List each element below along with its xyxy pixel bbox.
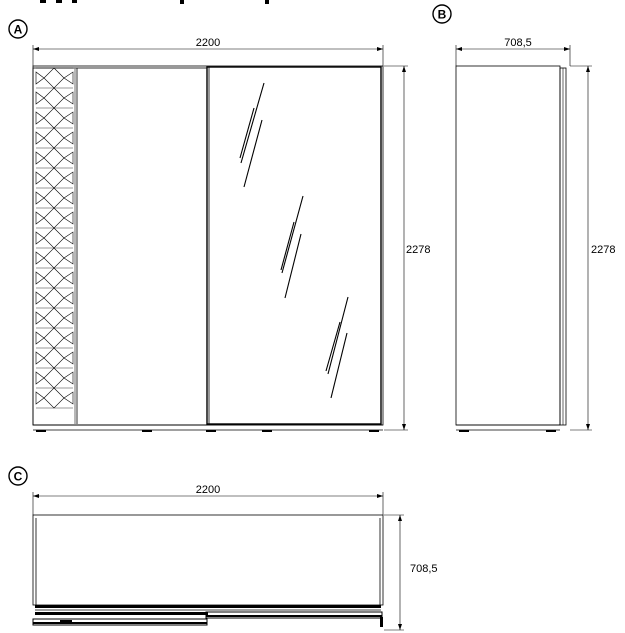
lattice-link-left — [35, 391, 45, 405]
lattice-diamond — [43, 247, 65, 269]
lattice-diamond — [43, 67, 65, 89]
side-view-badge-label: B — [438, 8, 447, 22]
front-right-door — [206, 66, 382, 425]
side-height-dimension: 2278 — [570, 65, 615, 431]
front-view-badge: A — [8, 19, 28, 39]
front-feet — [36, 430, 379, 432]
lattice-link-right — [63, 331, 74, 345]
front-view: A 2200 2278 — [8, 19, 430, 432]
side-height-label: 2278 — [591, 244, 615, 256]
lattice-link-left — [35, 311, 45, 325]
lattice-link-right — [63, 171, 74, 185]
lattice-link-right — [63, 111, 74, 125]
lattice-link-left — [35, 351, 45, 365]
side-cabinet-outline — [455, 65, 561, 426]
lattice-diamond — [43, 307, 65, 329]
lattice-link-left — [35, 231, 45, 245]
lattice-link-right — [63, 251, 74, 265]
lattice-link-right — [63, 191, 74, 205]
lattice-link-left — [35, 171, 45, 185]
lattice-diamond — [43, 207, 65, 229]
top-view-badge-label: C — [14, 470, 23, 484]
lattice-link-right — [63, 91, 74, 105]
lattice-link-left — [35, 111, 45, 125]
lattice-link-right — [63, 391, 74, 405]
lattice-diamond — [43, 167, 65, 189]
lattice-diamond — [43, 87, 65, 109]
lattice-link-left — [35, 211, 45, 225]
side-depth-dimension: 708,5 — [455, 37, 571, 66]
top-depth-label: 708,5 — [410, 563, 438, 575]
top-cabinet-outline — [32, 514, 384, 606]
lattice-link-right — [63, 371, 74, 385]
lattice-diamond — [43, 187, 65, 209]
lattice-link-left — [35, 291, 45, 305]
top-view: C 2200 708,5 — [8, 466, 438, 631]
front-cabinet-outline — [32, 65, 384, 426]
lattice-diamond — [43, 287, 65, 309]
lattice-diamond — [43, 127, 65, 149]
side-view-badge: B — [432, 4, 452, 24]
decorative-panel — [35, 67, 78, 424]
lattice-diamond — [43, 327, 65, 349]
lattice-diamond — [43, 227, 65, 249]
top-door-tracks — [32, 605, 383, 627]
lattice-link-left — [35, 191, 45, 205]
lattice-diamond — [43, 367, 65, 389]
heading-fragment — [40, 0, 269, 4]
mirror-reflection-lines — [239, 82, 349, 399]
lattice-link-left — [35, 271, 45, 285]
top-width-dimension: 2200 — [32, 484, 384, 515]
side-depth-label: 708,5 — [504, 37, 532, 49]
front-left-door — [32, 67, 208, 426]
top-view-badge: C — [8, 466, 28, 486]
lattice-link-right — [63, 311, 74, 325]
front-width-label: 2200 — [196, 37, 220, 49]
lattice-link-left — [35, 131, 45, 145]
lattice-link-left — [35, 151, 45, 165]
lattice-link-left — [35, 331, 45, 345]
lattice-link-right — [63, 131, 74, 145]
side-view: B 708,5 2278 — [432, 4, 615, 432]
lattice-link-left — [35, 91, 45, 105]
lattice-diamond — [43, 387, 65, 409]
front-height-dimension: 2278 — [384, 65, 430, 431]
lattice-diamond — [43, 147, 65, 169]
front-width-dimension: 2200 — [32, 37, 384, 66]
lattice-link-right — [63, 71, 74, 85]
lattice-diamond — [43, 107, 65, 129]
lattice-link-right — [63, 351, 74, 365]
lattice-link-right — [63, 291, 74, 305]
front-view-badge-label: A — [14, 23, 23, 37]
lattice-link-right — [63, 151, 74, 165]
lattice-link-left — [35, 71, 45, 85]
top-depth-dimension: 708,5 — [384, 514, 438, 631]
lattice-link-right — [63, 211, 74, 225]
lattice-link-left — [35, 371, 45, 385]
lattice-diamond — [43, 267, 65, 289]
top-width-label: 2200 — [196, 484, 220, 496]
lattice-link-right — [63, 271, 74, 285]
lattice-diamond — [43, 347, 65, 369]
front-height-label: 2278 — [406, 244, 430, 256]
side-feet — [459, 430, 556, 432]
lattice-link-left — [35, 251, 45, 265]
lattice-link-right — [63, 231, 74, 245]
